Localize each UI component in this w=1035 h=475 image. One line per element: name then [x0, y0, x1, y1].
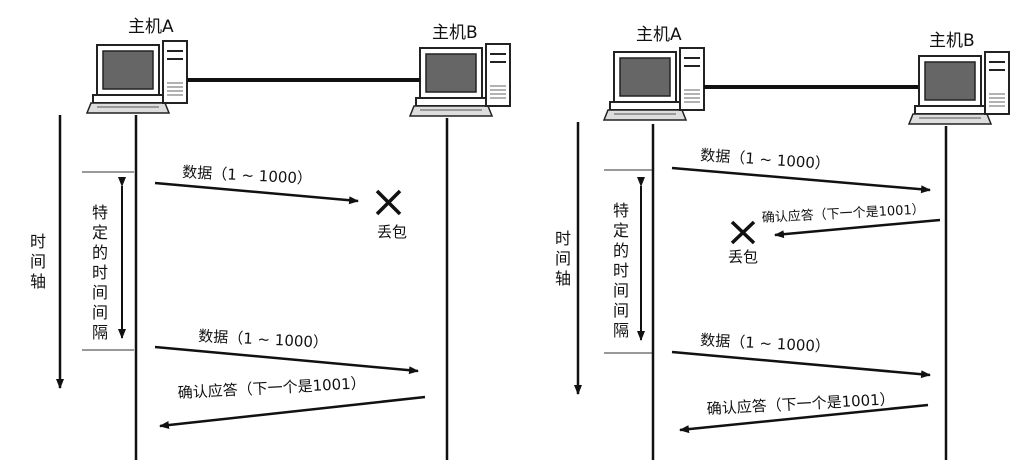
- right-loss-label: 丢包: [728, 248, 758, 266]
- svg-text:隔: 隔: [92, 323, 108, 342]
- svg-text:时: 时: [92, 263, 108, 282]
- left-msg2-arrow: [155, 347, 418, 371]
- right-ack-lost-label: 确认应答（下一个是1001）: [761, 201, 925, 226]
- right-host-a-computer-icon: [604, 48, 704, 120]
- right-msg1-label: 数据（1 ~ 1000）: [700, 146, 831, 173]
- left-msg2-label: 数据（1 ~ 1000）: [198, 327, 329, 352]
- right-ack-label: 确认应答（下一个是1001）: [706, 390, 895, 418]
- right-loss-x-icon: [732, 222, 754, 243]
- svg-text:隔: 隔: [613, 321, 629, 340]
- svg-text:的: 的: [92, 243, 108, 262]
- right-interval-label: 特 定 的 时 间 间 隔: [613, 201, 629, 340]
- svg-text:的: 的: [613, 241, 629, 260]
- svg-text:时: 时: [555, 229, 571, 248]
- left-ack-label: 确认应答（下一个是1001）: [177, 374, 366, 402]
- svg-text:定: 定: [613, 221, 629, 240]
- left-interval-label: 特 定 的 时 间 间 隔: [92, 203, 108, 342]
- svg-text:时: 时: [613, 261, 629, 280]
- svg-text:轴: 轴: [555, 269, 571, 288]
- right-msg2-arrow: [672, 352, 930, 375]
- right-time-axis-label: 时 间 轴: [555, 229, 571, 288]
- left-loss-label: 丢包: [377, 223, 407, 241]
- svg-text:间: 间: [613, 301, 629, 320]
- svg-text:轴: 轴: [30, 272, 46, 291]
- svg-text:间: 间: [92, 283, 108, 302]
- left-diagram: 主机A 主机B 时 间 轴 特 定 的 时 间 间 隔 数据（1 ~ 1000）: [30, 17, 510, 460]
- left-host-a-label: 主机A: [128, 17, 174, 37]
- left-time-axis-label: 时 间 轴: [30, 232, 46, 291]
- left-msg1-arrow: [155, 183, 358, 201]
- svg-text:间: 间: [613, 281, 629, 300]
- svg-text:特: 特: [92, 203, 108, 222]
- left-host-a-computer-icon: [87, 41, 187, 113]
- right-host-a-label: 主机A: [636, 25, 682, 45]
- svg-text:时: 时: [30, 232, 46, 251]
- left-ack-arrow: [160, 397, 425, 426]
- left-host-b-computer-icon: [410, 44, 510, 116]
- svg-text:间: 间: [555, 249, 571, 268]
- svg-text:特: 特: [613, 201, 629, 220]
- right-host-b-computer-icon: [909, 52, 1009, 124]
- right-msg1-arrow: [672, 168, 930, 190]
- left-msg1-label: 数据（1 ~ 1000）: [182, 163, 313, 188]
- right-host-b-label: 主机B: [929, 31, 975, 51]
- left-host-b-label: 主机B: [432, 23, 478, 43]
- right-diagram: 主机A 主机B 时 间 轴 特 定 的 时 间 间 隔 数据（1 ~ 1000）: [555, 25, 1009, 460]
- svg-text:间: 间: [30, 252, 46, 271]
- svg-text:定: 定: [92, 223, 108, 242]
- svg-text:间: 间: [92, 303, 108, 322]
- right-msg2-label: 数据（1 ~ 1000）: [700, 331, 831, 356]
- left-loss-x-icon: [377, 191, 400, 214]
